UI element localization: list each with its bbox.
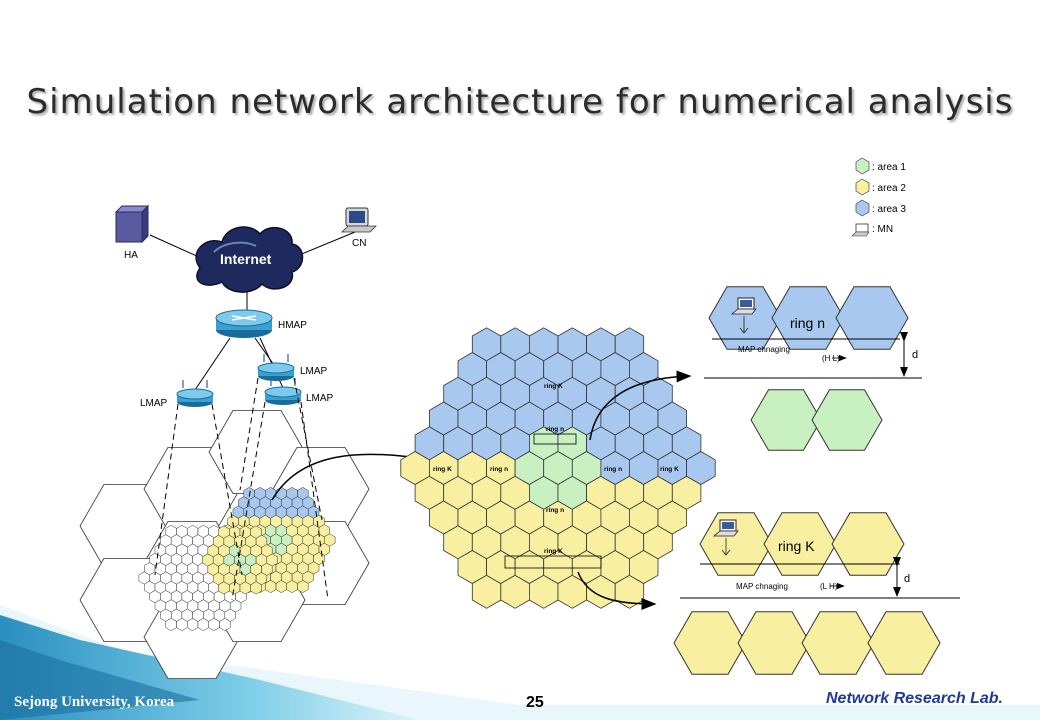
left-cell-tiling: [79, 409, 370, 679]
ring-n-bottom-label: ring n: [546, 507, 564, 514]
area3-cell: [835, 286, 909, 350]
legend-area3-label: : area 3: [872, 204, 906, 215]
network-topology: HA CN Internet HMAP LM: [114, 204, 377, 409]
hmap-label: HMAP: [278, 320, 307, 331]
ring-n-highlight-box: [533, 433, 577, 445]
internet-cloud-icon: [195, 226, 304, 293]
detail-top-ring-label: ring n: [790, 315, 825, 331]
legend-area3-swatch: [855, 199, 870, 217]
internet-label: Internet: [220, 251, 272, 267]
lmap-left-label: LMAP: [140, 398, 168, 409]
area2-cell: [867, 611, 941, 675]
lmap-top-router-icon: [257, 354, 295, 381]
area2-cell: [699, 512, 773, 576]
detail-top-annotations: ring n MAP chnaging (H L) d: [704, 297, 922, 379]
lmap-left-router-icon: [176, 380, 214, 407]
lmap-right-router-icon: [264, 378, 302, 405]
area2-cell: [673, 611, 747, 675]
micro-cells: [138, 487, 336, 631]
detail-bottom-annotations: ring K MAP chnaging (L H) d: [680, 519, 960, 599]
area2-cell: [737, 611, 811, 675]
legend-mn-label: : MN: [872, 224, 893, 235]
ha-server-icon: [114, 204, 150, 244]
ring-n-left-label: ring n: [490, 466, 508, 473]
cn-label: CN: [352, 238, 366, 249]
detail-bottom-d-label: d: [904, 573, 910, 585]
area3-cell: [708, 286, 782, 350]
area1-cell: [750, 389, 822, 451]
ring-labels: ring K ring n ring K ring n ring n ring …: [433, 383, 679, 555]
detail-top-direction: (H L): [822, 354, 840, 363]
detail-top-laptop-icon: [730, 297, 757, 334]
area2-cell: [763, 512, 837, 576]
micro-cell: [324, 533, 336, 547]
lmap-right-label: LMAP: [306, 393, 334, 404]
zoom-arrow: [271, 451, 432, 501]
hmap-router-icon: [215, 309, 273, 338]
ring-cell: [686, 451, 716, 485]
legend: : area 1 : area 2 : area 3 : MN: [851, 157, 906, 237]
detail-bottom-direction: (L H): [820, 582, 838, 591]
coverage-lines: [154, 377, 329, 601]
detail-bottom-map-changing: MAP chnaging: [736, 582, 788, 591]
ring-k-top-label: ring K: [544, 383, 563, 390]
page-title: Simulation network architecture for nume…: [26, 82, 1014, 122]
legend-area2-swatch: [855, 178, 870, 196]
arrow-to-top-detail: [589, 370, 692, 441]
detail-bottom-laptop-icon: [712, 519, 739, 556]
footer-lab: Network Research Lab.: [826, 690, 1003, 707]
area2-cell: [801, 611, 875, 675]
ring-k-left-label: ring K: [433, 466, 452, 473]
legend-area2-label: : area 2: [872, 183, 906, 194]
corner-decoration: [0, 605, 1040, 720]
ring-n-top-label: ring n: [546, 426, 564, 433]
page-number: 25: [526, 694, 544, 711]
arrow-to-bottom-detail: [577, 571, 657, 610]
footer-university: Sejong University, Korea: [14, 694, 175, 710]
detail-ring-n: [708, 286, 909, 451]
ring-k-right-label: ring K: [660, 466, 679, 473]
legend-area1-swatch: [855, 157, 870, 175]
area1-cell: [811, 389, 883, 451]
detail-top-d-label: d: [912, 349, 918, 361]
ring-n-right-label: ring n: [604, 466, 622, 473]
ha-label: HA: [124, 250, 138, 261]
cn-computer-icon: [341, 207, 377, 233]
area2-cell: [831, 512, 905, 576]
legend-area1-label: : area 1: [872, 162, 906, 173]
area3-cell: [771, 286, 845, 350]
detail-ring-k: [673, 512, 941, 675]
legend-laptop-icon: [851, 223, 870, 237]
micro-cell: [266, 553, 278, 567]
ring-cluster: [400, 327, 716, 609]
lmap-top-label: LMAP: [300, 366, 328, 377]
ring-k-bottom-label: ring K: [544, 548, 563, 555]
detail-bottom-ring-label: ring K: [778, 538, 815, 554]
detail-top-map-changing: MAP chnaging: [738, 345, 790, 354]
ring-k-highlight-box: [504, 555, 602, 569]
